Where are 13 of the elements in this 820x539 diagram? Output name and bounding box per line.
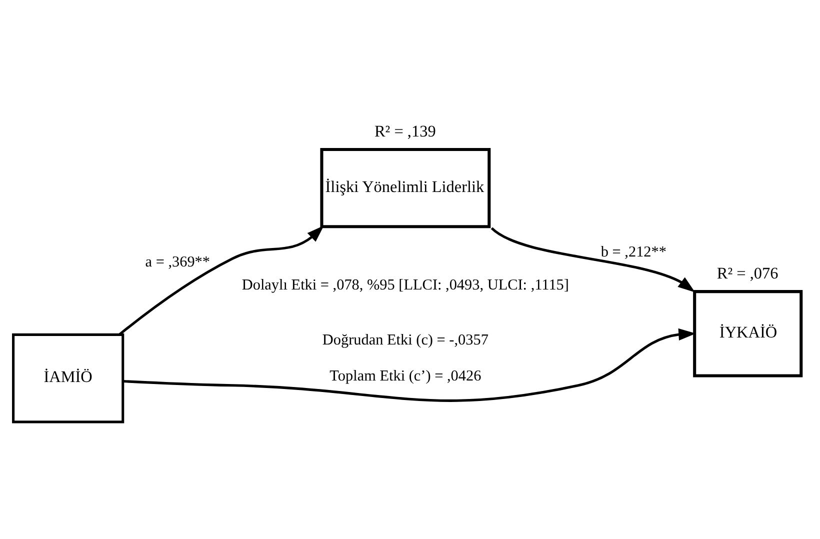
label: Dolaylı Etki = ,078, %95 [LLCI: ,0493, ULCI: ,1115] — [242, 276, 569, 294]
arrow — [118, 226, 324, 336]
node-box: İAMİÖ — [12, 333, 124, 424]
edge-label: b = ,212** — [600, 244, 667, 261]
node-box: İlişki Yönelimli Liderlik — [320, 148, 491, 228]
node-label: R² = ,139 — [374, 122, 436, 141]
arrow — [490, 227, 696, 292]
label: Doğrudan Etki (c) = -,0357 — [322, 331, 488, 348]
edge-label: Toplam Etki (c’) = ,0426 — [330, 367, 482, 384]
node-label: R² = ,076 — [716, 264, 778, 283]
arrow — [123, 328, 696, 402]
edge-label: a = ,369** — [145, 254, 210, 271]
node-box: İYKAİÖ — [693, 290, 803, 378]
